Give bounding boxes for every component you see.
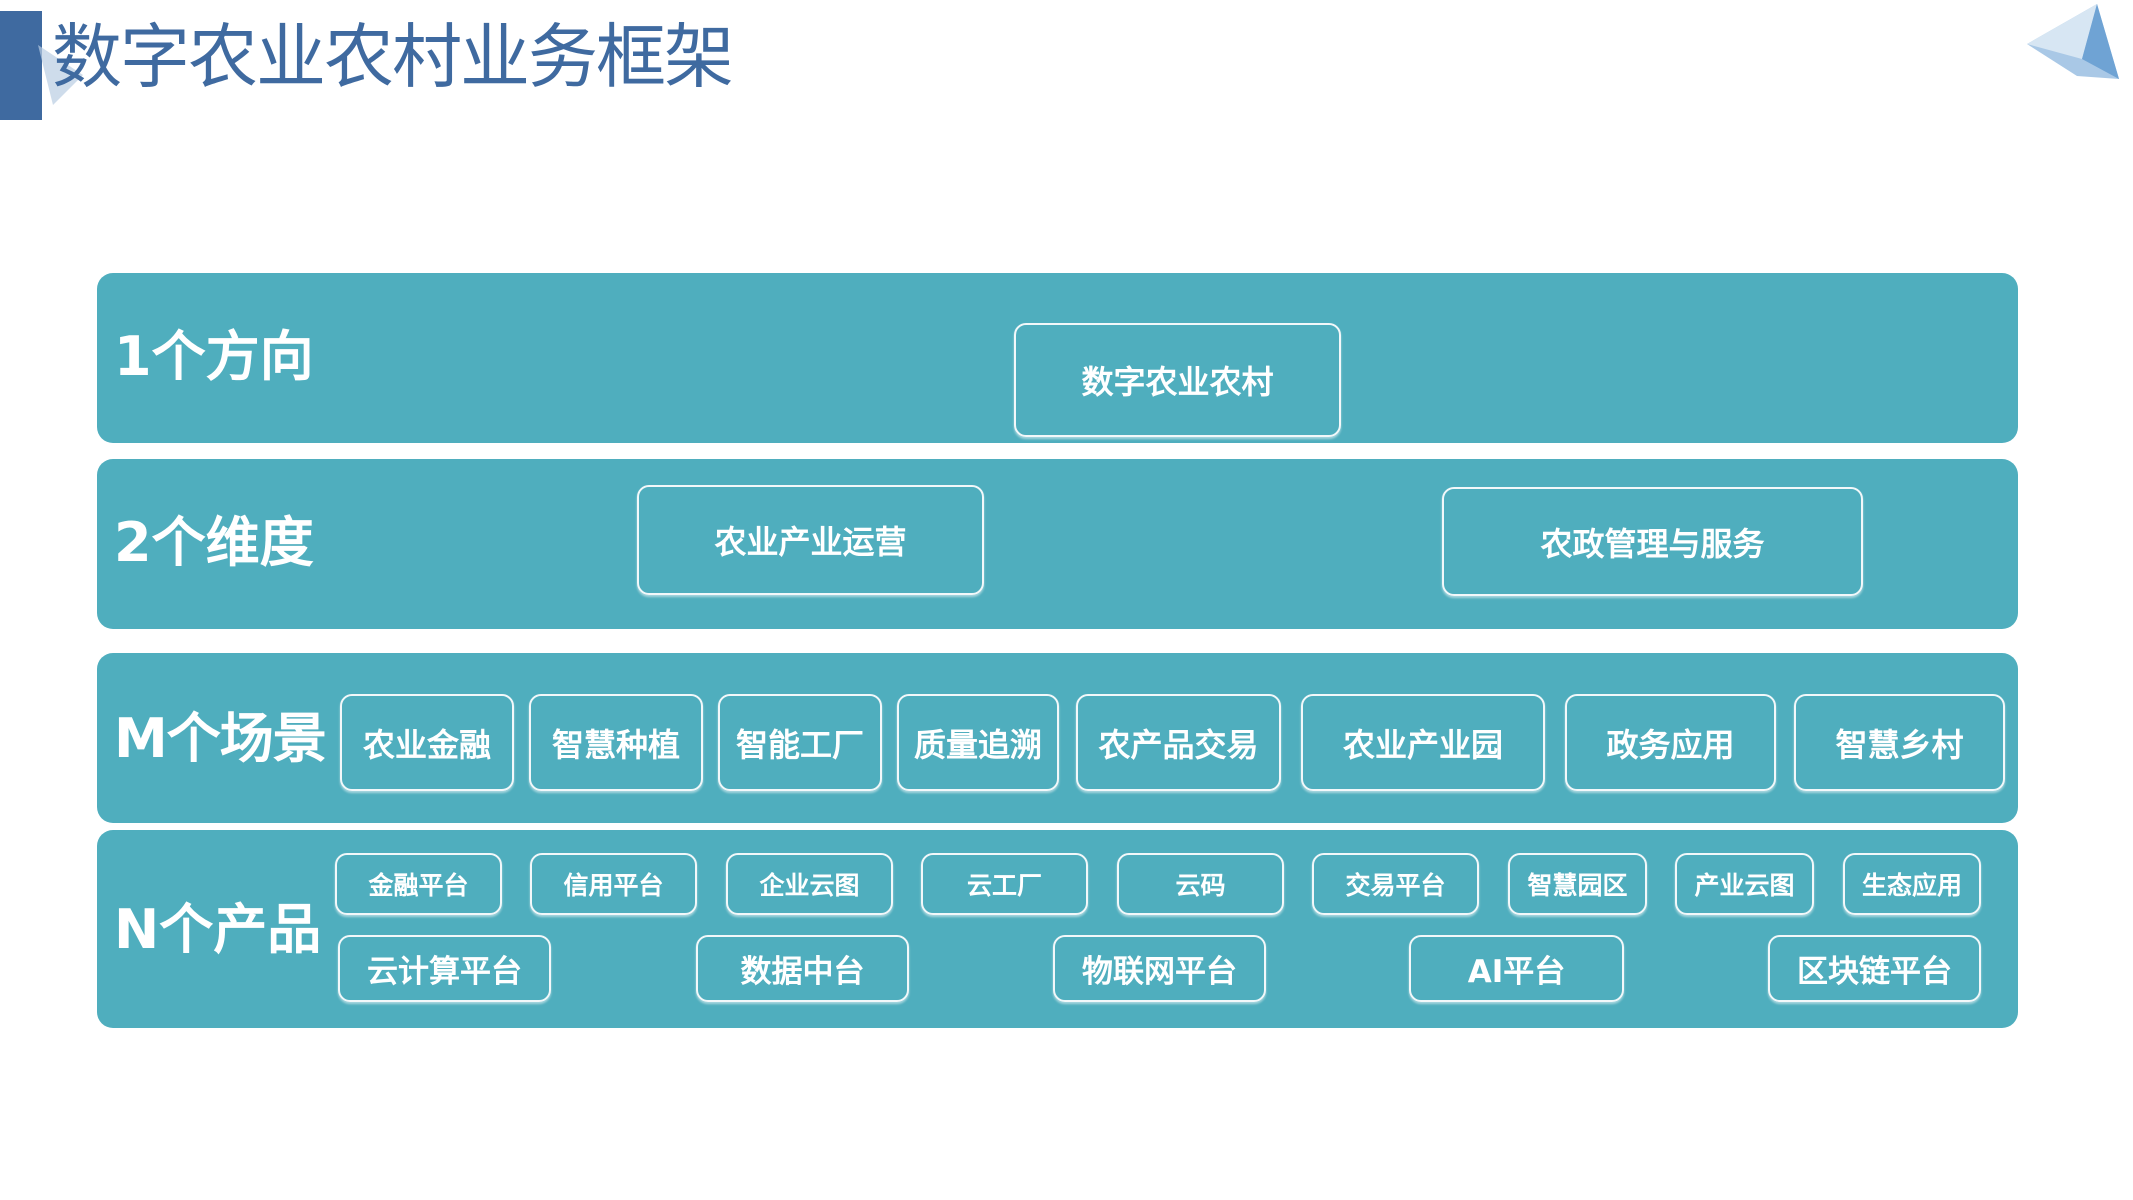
polygon-decoration-icon [2027,4,2119,79]
dimension-item[interactable]: 农政管理与服务 [1442,487,1863,596]
product-item[interactable]: 产业云图 [1675,853,1814,915]
dimension-item[interactable]: 农业产业运营 [637,485,984,595]
row-direction [97,273,2018,443]
product-platform-item[interactable]: 云计算平台 [338,935,551,1002]
scenario-item[interactable]: 智能工厂 [718,694,882,791]
row-label-direction: 1个方向 [114,325,314,388]
row-label-scenario: M个场景 [114,707,327,770]
scenario-item[interactable]: 质量追溯 [897,694,1059,791]
scenario-item[interactable]: 智慧乡村 [1794,694,2005,791]
product-platform-item[interactable]: AI平台 [1409,935,1624,1002]
scenario-item[interactable]: 农业产业园 [1301,694,1545,791]
product-item[interactable]: 生态应用 [1843,853,1981,915]
product-item[interactable]: 金融平台 [335,853,502,915]
title-decoration-icon [38,45,83,105]
scenario-item[interactable]: 智慧种植 [529,694,703,791]
scenario-item[interactable]: 农业金融 [340,694,514,791]
product-item[interactable]: 智慧园区 [1508,853,1647,915]
product-item[interactable]: 云工厂 [921,853,1088,915]
page-title: 数字农业农村业务框架 [52,16,734,98]
scenario-item[interactable]: 农产品交易 [1076,694,1281,791]
product-platform-item[interactable]: 数据中台 [696,935,909,1002]
product-item[interactable]: 云码 [1117,853,1284,915]
product-item[interactable]: 交易平台 [1312,853,1479,915]
product-item[interactable]: 企业云图 [726,853,893,915]
product-item[interactable]: 信用平台 [530,853,697,915]
direction-item[interactable]: 数字农业农村 [1014,323,1341,437]
title-accent-bar [0,11,42,120]
product-platform-item[interactable]: 区块链平台 [1768,935,1981,1002]
row-label-dimension: 2个维度 [114,511,314,574]
row-label-product: N个产品 [114,898,322,961]
product-platform-item[interactable]: 物联网平台 [1053,935,1266,1002]
scenario-item[interactable]: 政务应用 [1565,694,1776,791]
